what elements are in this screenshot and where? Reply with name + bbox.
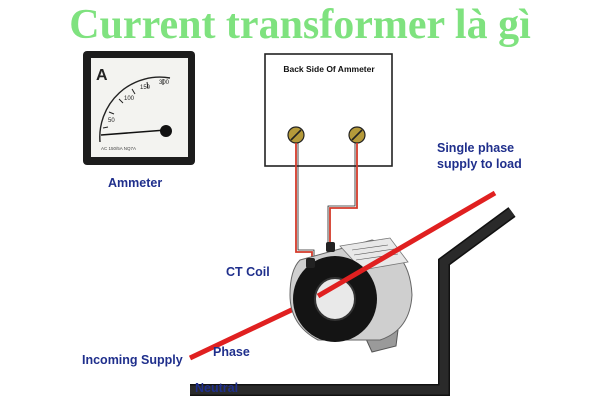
ammeter-pivot — [160, 125, 172, 137]
phase-label: Phase — [213, 345, 250, 359]
neutral-label: Neutral — [195, 381, 239, 395]
page-title: Current transformer là gì — [69, 2, 531, 48]
single-phase-label: Single phase supply to load — [437, 141, 522, 171]
ammeter-scale-arc — [99, 76, 171, 143]
terminal-left — [287, 126, 305, 144]
ct-terminal-2 — [326, 242, 335, 252]
ammeter-scale-50: 50 — [108, 118, 115, 124]
ammeter-scale-100: 100 — [124, 96, 135, 102]
back-side-title: Back Side Of Ammeter — [283, 64, 375, 74]
terminal-right — [348, 126, 366, 144]
ct-coil — [289, 237, 413, 353]
ammeter: A 50 100 150 300 AC 150/5A NQ7A — [83, 51, 195, 165]
neutral-wire-inner — [190, 208, 515, 395]
ct-coil-label: CT Coil — [226, 265, 270, 279]
ammeter-small-print: AC 150/5A NQ7A — [101, 146, 136, 151]
ammeter-caption: Ammeter — [108, 176, 163, 190]
ammeter-scale-150: 150 — [140, 85, 151, 91]
phase-wire-out — [316, 190, 497, 299]
ammeter-ticks — [102, 79, 164, 129]
ammeter-scale-300: 300 — [159, 80, 170, 86]
ct-ring-hole — [314, 277, 356, 321]
ct-terminal-1 — [306, 258, 315, 268]
ammeter-unit: A — [96, 67, 108, 84]
incoming-supply-label: Incoming Supply — [82, 353, 183, 367]
back-side-box — [264, 53, 393, 167]
ammeter-needle — [100, 129, 167, 136]
